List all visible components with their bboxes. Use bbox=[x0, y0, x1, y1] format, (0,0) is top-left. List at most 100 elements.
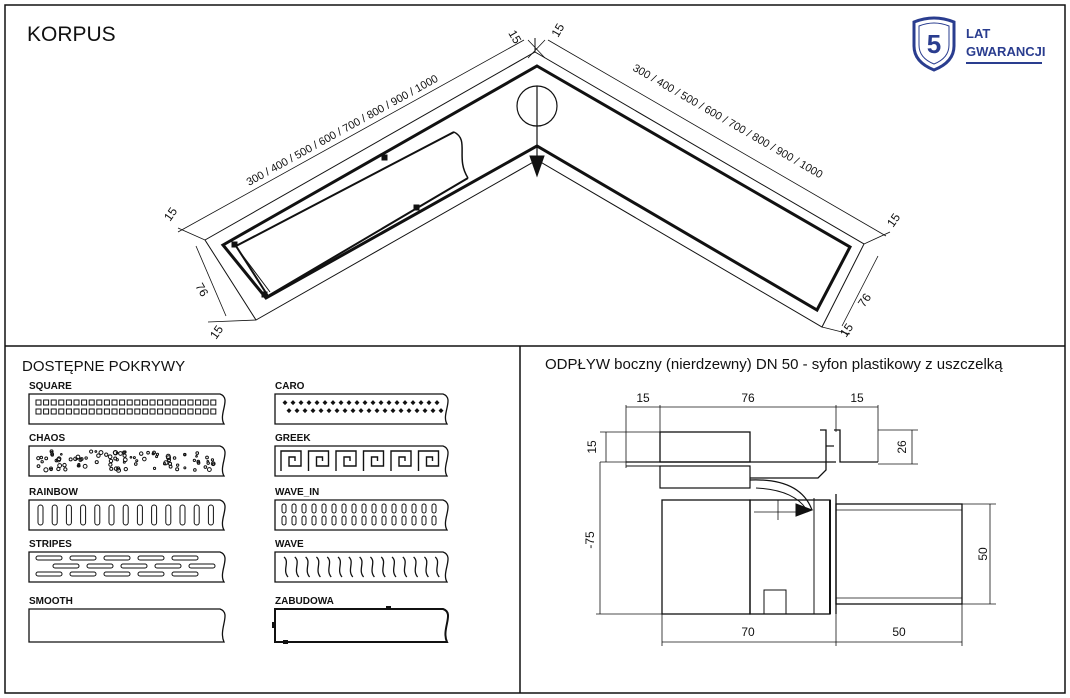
pattern-chaos-dot bbox=[94, 450, 98, 453]
pattern-wave-in-slot bbox=[401, 503, 407, 514]
korpus-dim-left-15-top: 15 bbox=[161, 204, 180, 223]
pattern-wave-stroke bbox=[283, 556, 289, 578]
pattern-caro-diamond bbox=[426, 400, 432, 406]
cover-label-greek: GREEK bbox=[275, 433, 311, 444]
pattern-chaos-dot bbox=[195, 454, 198, 458]
outlet-siphon-body-right bbox=[749, 499, 831, 615]
pattern-caro-diamond bbox=[322, 400, 328, 406]
pattern-chaos-dot bbox=[108, 458, 114, 464]
pattern-chaos-dot bbox=[122, 457, 128, 463]
pattern-square-cell bbox=[111, 399, 118, 406]
pattern-caro-diamond bbox=[294, 408, 300, 414]
pattern-chaos-dot bbox=[211, 462, 215, 466]
pattern-caro-diamond bbox=[346, 400, 352, 406]
korpus-clip-1 bbox=[381, 154, 388, 161]
pattern-greek-meander bbox=[335, 450, 357, 471]
korpus-dim-left-15-bottom: 15 bbox=[207, 322, 226, 341]
korpus-left-insert bbox=[234, 131, 469, 298]
pattern-wave-in-slot bbox=[411, 503, 417, 514]
pattern-caro-diamond bbox=[326, 408, 332, 414]
korpus-dim-top-15-right: 15 bbox=[548, 21, 567, 40]
outlet-dim-vertical-75: -75 bbox=[583, 531, 597, 549]
korpus-title: KORPUS bbox=[27, 23, 116, 46]
pattern-chaos-dot bbox=[142, 456, 147, 462]
pattern-wave-in-slot bbox=[301, 515, 307, 526]
pattern-chaos-dot bbox=[60, 452, 63, 456]
pattern-stripe-slot bbox=[69, 555, 97, 561]
pattern-chaos-dot bbox=[36, 456, 41, 461]
pattern-wave-in-slot bbox=[361, 503, 367, 514]
pattern-chaos-dot bbox=[49, 467, 53, 472]
pattern-greek-meander bbox=[307, 450, 330, 471]
pattern-wave-in-slot bbox=[321, 515, 327, 526]
pattern-square-cell bbox=[119, 408, 126, 415]
cover-label-wave: WAVE bbox=[275, 539, 304, 550]
pattern-caro-diamond bbox=[418, 400, 424, 406]
pattern-square-cell bbox=[96, 399, 103, 406]
pattern-caro-diamond bbox=[430, 408, 436, 414]
pattern-stripe-slot bbox=[86, 563, 114, 569]
pattern-chaos-dot bbox=[50, 453, 54, 457]
korpus-dim-top-15-left: 15 bbox=[505, 28, 524, 47]
pattern-wave-in-slot bbox=[371, 515, 377, 526]
pattern-rainbow-slot bbox=[193, 504, 200, 526]
pattern-stripe-slot bbox=[171, 555, 199, 561]
cover-plate-stripes bbox=[28, 551, 226, 583]
pattern-caro-diamond bbox=[310, 408, 316, 414]
pattern-square-cell bbox=[210, 399, 217, 406]
pattern-stripe-slot bbox=[103, 571, 131, 577]
pattern-caro-diamond bbox=[334, 408, 340, 414]
pattern-stripe-slot bbox=[137, 571, 165, 577]
pattern-caro-diamond bbox=[330, 400, 336, 406]
pattern-wave-stroke bbox=[348, 556, 354, 578]
cover-plate-zabudowa bbox=[274, 608, 449, 643]
pattern-caro-diamond bbox=[434, 400, 440, 406]
pattern-caro-diamond bbox=[318, 408, 324, 414]
pattern-chaos-dot bbox=[62, 462, 67, 468]
pattern-square-cell bbox=[187, 408, 194, 415]
pattern-square-cell bbox=[134, 399, 141, 406]
pattern-wave-in-slot bbox=[351, 515, 357, 526]
pattern-chaos-dot bbox=[193, 468, 197, 472]
pattern-wave-in-slot bbox=[331, 503, 337, 514]
cover-plate-greek bbox=[274, 445, 449, 477]
outlet-dim-vertical-26: 26 bbox=[895, 440, 909, 454]
pattern-square-cell bbox=[103, 399, 110, 406]
pattern-wave-stroke bbox=[402, 556, 408, 578]
pattern-rainbow-slot bbox=[80, 504, 87, 526]
pattern-caro-diamond bbox=[398, 408, 404, 414]
pattern-wave-in-slot bbox=[341, 515, 347, 526]
pattern-chaos-dot bbox=[112, 449, 118, 456]
pattern-rainbow-slot bbox=[51, 504, 58, 526]
pattern-wave-in-slot bbox=[281, 515, 287, 526]
pattern-chaos-dot bbox=[196, 461, 201, 465]
pattern-chaos-dot bbox=[166, 455, 172, 461]
korpus-dim-right-15-top: 15 bbox=[884, 210, 903, 229]
pattern-wave-in-slot bbox=[321, 503, 327, 514]
pattern-chaos-dot bbox=[75, 457, 79, 461]
pattern-chaos-dot bbox=[166, 458, 172, 463]
pattern-rainbow-slot bbox=[37, 504, 44, 526]
pattern-rainbow-slot bbox=[207, 504, 214, 526]
pattern-caro-diamond bbox=[394, 400, 400, 406]
pattern-chaos-dot bbox=[203, 465, 208, 469]
pattern-stripe-slot bbox=[154, 563, 182, 569]
korpus-insert-edge bbox=[239, 251, 271, 293]
pattern-square-cell bbox=[88, 399, 95, 406]
pattern-wave-in-slot bbox=[401, 515, 407, 526]
pattern-caro-diamond bbox=[386, 400, 392, 406]
pattern-square-cell bbox=[187, 399, 194, 406]
pattern-square-cell bbox=[164, 408, 171, 415]
pattern-square-cell bbox=[103, 408, 110, 415]
pattern-square-cell bbox=[73, 399, 80, 406]
pattern-chaos-dot bbox=[135, 459, 139, 463]
korpus-clip-2 bbox=[413, 204, 420, 211]
pattern-caro-diamond bbox=[406, 408, 412, 414]
pattern-rainbow-slot bbox=[151, 504, 158, 526]
pattern-wave-in-slot bbox=[351, 503, 357, 514]
pattern-wave-in-slot bbox=[431, 503, 437, 514]
pattern-chaos-dot bbox=[104, 452, 109, 457]
pattern-rainbow-slot bbox=[65, 504, 72, 526]
korpus-dim-right-15-bottom: 15 bbox=[837, 320, 856, 339]
